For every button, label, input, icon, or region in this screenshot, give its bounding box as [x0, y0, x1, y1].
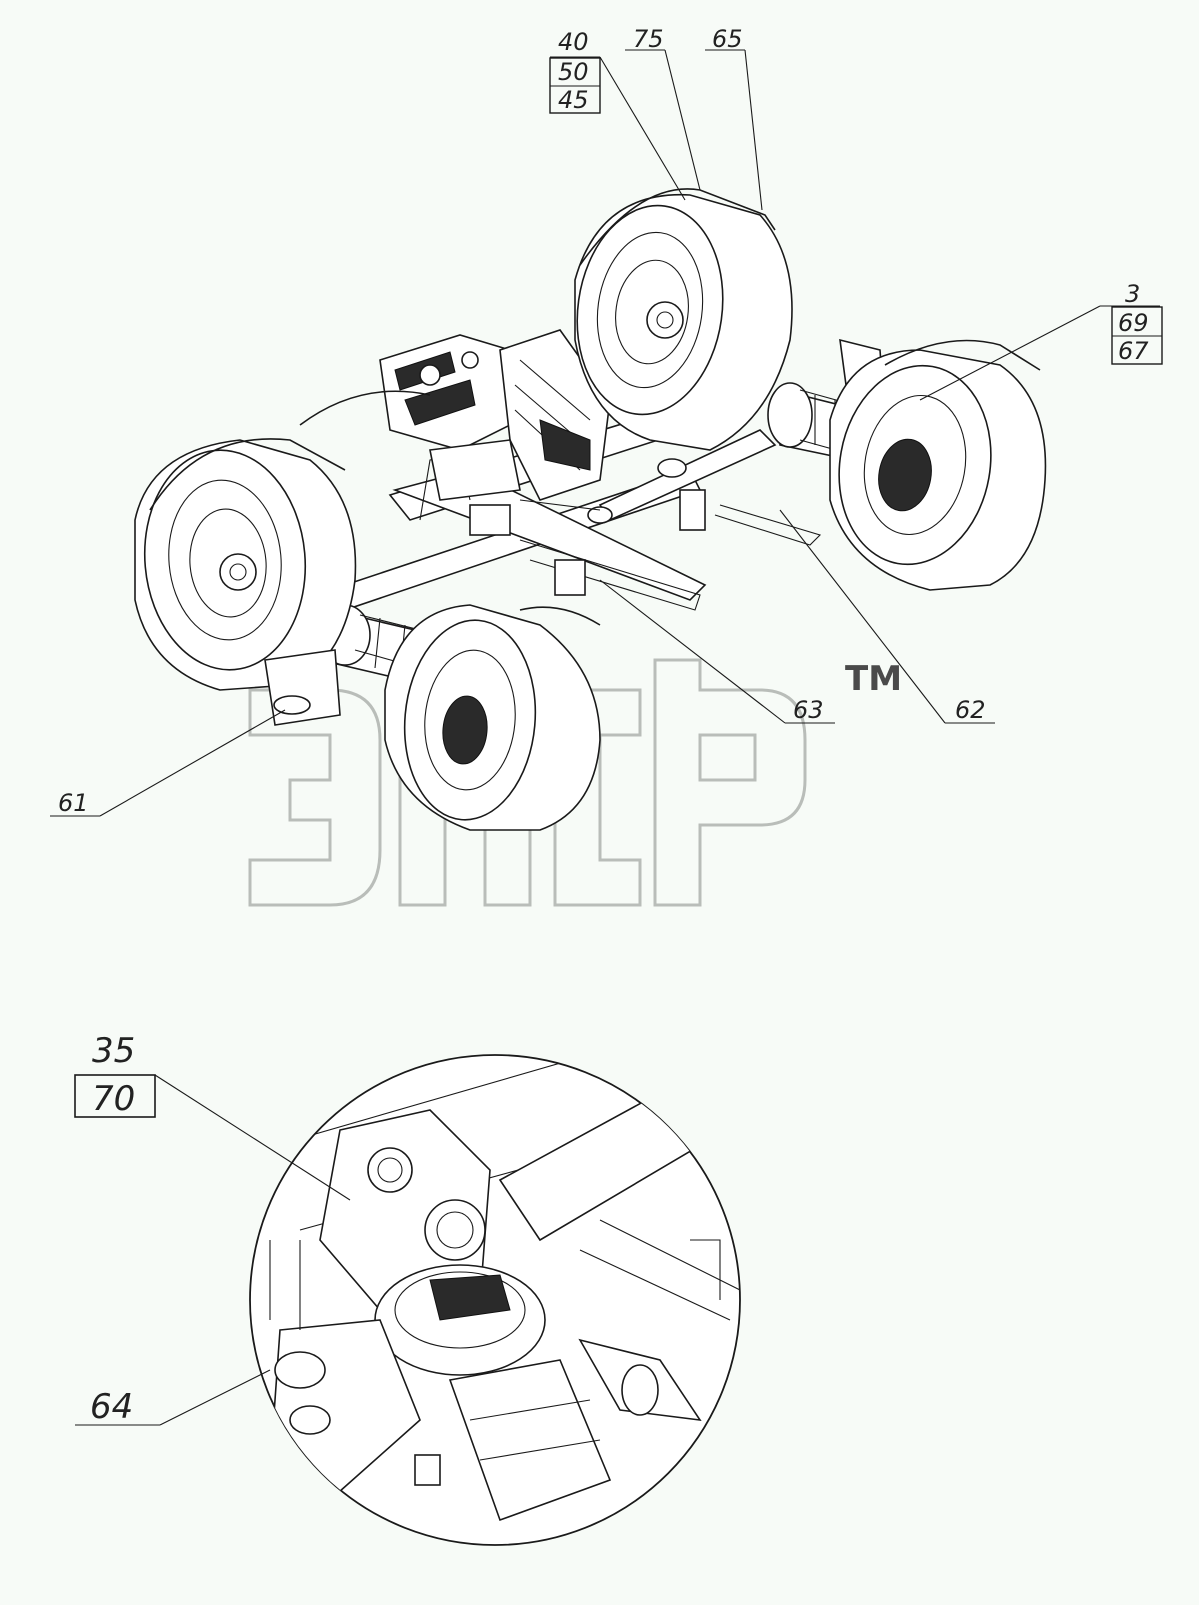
callout-63: 63 [793, 696, 824, 724]
callout-35: 35 [92, 1031, 135, 1071]
gearbox-assembly [299, 329, 611, 501]
callout-64: 64 [90, 1387, 133, 1427]
callout-labels: 40 50 45 75 65 3 69 67 62 63 61 35 70 64 [58, 25, 1149, 1427]
callout-65: 65 [712, 25, 743, 53]
callout-frames [74, 57, 1163, 1118]
detail-view [249, 1054, 741, 1546]
callout-70: 70 [92, 1079, 135, 1119]
callout-67: 67 [1118, 337, 1149, 365]
watermark-tm: TM [845, 659, 902, 699]
wheel-front-left [134, 438, 357, 691]
callout-75: 75 [633, 25, 664, 53]
wheel-rear-top [574, 188, 793, 451]
callout-50: 50 [558, 58, 589, 86]
callout-62: 62 [955, 696, 986, 724]
callout-40: 40 [558, 28, 589, 56]
callout-3: 3 [1125, 280, 1140, 308]
callout-69: 69 [1118, 309, 1149, 337]
callout-61: 61 [58, 789, 89, 817]
wheel-rear-right [829, 339, 1047, 591]
callout-45: 45 [558, 86, 589, 114]
drive-shaft [519, 429, 777, 524]
leader-lines [50, 49, 1160, 1426]
air-tank [264, 649, 341, 726]
wheel-front-bottom [384, 604, 601, 831]
